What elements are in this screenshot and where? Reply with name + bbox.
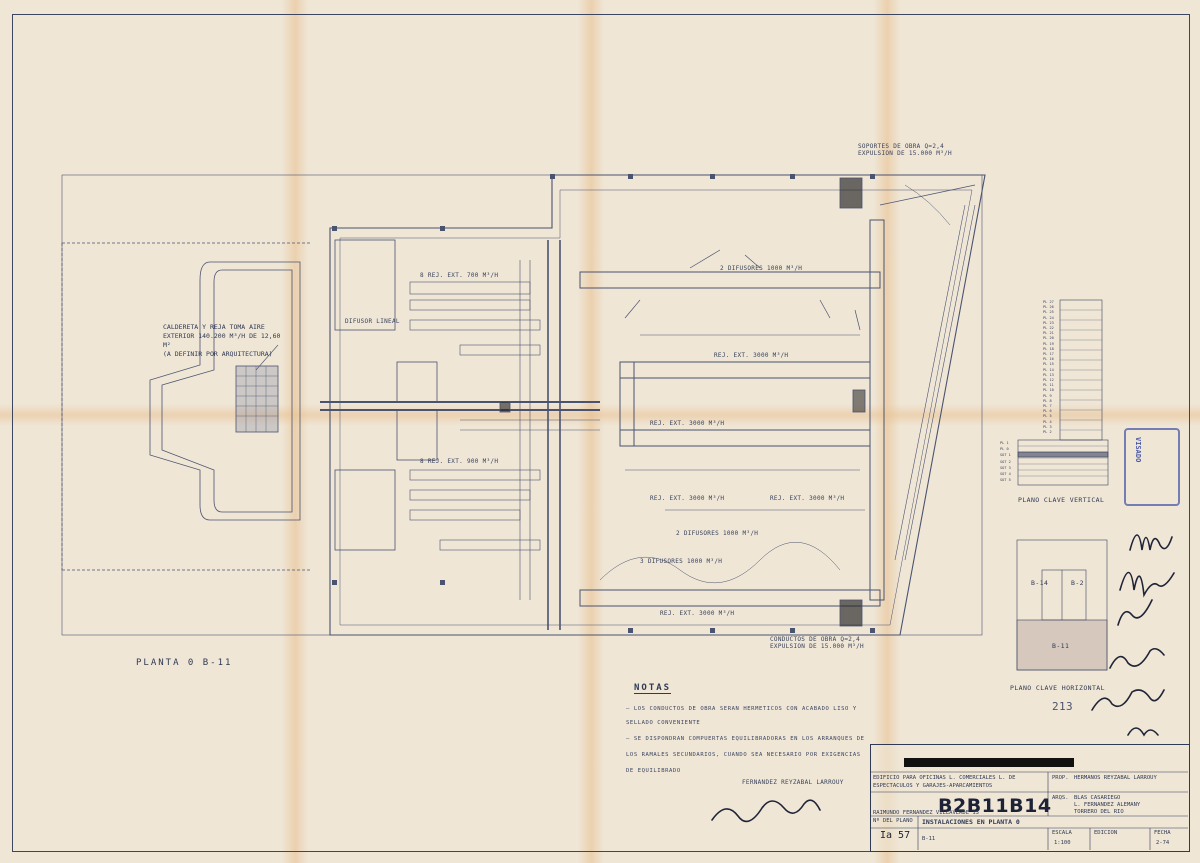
shaft-note-line: EXPULSION DE 15.000 M³/H [770, 643, 864, 650]
level-label: SOT 4 [1000, 472, 1011, 477]
level-label: PL 18 [1043, 346, 1054, 351]
level-label: PL 7 [1043, 404, 1052, 409]
duct-label: DIFUSOR LINEAL [345, 318, 400, 325]
architect-name: L. FERNANDEZ ALEMANY [1074, 802, 1141, 808]
note-line: LOS RAMALES SECUNDARIOS, CUANDO SEA NECE… [626, 752, 861, 758]
duct-label: REJ. EXT. 3000 M³/H [660, 610, 735, 617]
fold-mark-vertical [578, 0, 604, 863]
level-label: PL 23 [1043, 320, 1054, 325]
duct-label: 3 DIFUSORES 1000 M³/H [640, 558, 723, 565]
stamp-text: VISADO [1134, 437, 1142, 463]
note-line: — SE DISPONDRAN COMPUERTAS EQUILIBRADORA… [626, 736, 865, 742]
drawing-code: B2B11B14 [938, 795, 1052, 817]
block-label: B-2 [1071, 579, 1084, 587]
duct-label: 2 DIFUSORES 1000 M³/H [720, 265, 803, 272]
drawing-frame [12, 14, 1190, 852]
level-label: PL 6 [1043, 409, 1052, 414]
level-label: PL 3 [1043, 424, 1052, 429]
architect-name: TORRERO DEL RIO [1074, 809, 1124, 815]
engineer-line: RAIMUNDO FERNANDEZ VILLAVERDE 13 [873, 810, 979, 816]
level-label: PL 12 [1043, 378, 1054, 383]
plan-title: PLANTA 0 B-11 [136, 658, 233, 668]
fold-mark-vertical [874, 0, 900, 863]
notes-title: NOTAS [634, 683, 672, 694]
level-label: SOT 3 [1000, 465, 1011, 470]
level-label: PL 10 [1043, 388, 1054, 393]
visado-stamp [1124, 428, 1180, 506]
project-line: ESPECTACULOS Y GARAJES-APARCAMIENTOS [873, 783, 993, 789]
level-label: PL 26 [1043, 305, 1054, 310]
date-value: 2-74 [1156, 840, 1170, 846]
shaft-note-bottom: CONDUCTOS DE OBRA Q=2,4 EXPULSION DE 15.… [770, 636, 864, 650]
shaft-note-top: SOPORTES DE OBRA Q=2,4 EXPULSION DE 15.0… [858, 143, 952, 157]
level-label: PL 0 [1000, 447, 1009, 452]
note-line: DE EQUILIBRADO [626, 768, 681, 774]
duct-label: REJ. EXT. 3000 M³/H [650, 495, 725, 502]
block-label: B-14 [1031, 579, 1049, 587]
caldera-note: CALDERETA Y REJA TOMA AIRE EXTERIOR 140.… [163, 323, 288, 359]
level-label: PL 19 [1043, 341, 1054, 346]
plan-number-label: Nº DEL PLANO [873, 818, 913, 824]
plan-number: Ia 57 [880, 830, 911, 841]
prop-label: PROP. [1052, 775, 1069, 781]
level-label: PL 11 [1043, 383, 1054, 388]
architects-label: ARQS. [1052, 795, 1069, 801]
shaft-note-line: CONDUCTOS DE OBRA Q=2,4 [770, 636, 860, 643]
level-label: PL 2 [1043, 430, 1052, 435]
handwritten-number: 213 [1052, 700, 1074, 713]
redaction-bar [904, 758, 1074, 767]
shaft-note-line: SOPORTES DE OBRA Q=2,4 [858, 143, 945, 150]
level-label: PL 16 [1043, 357, 1054, 362]
duct-label: REJ. EXT. 3000 M³/H [770, 495, 845, 502]
duct-label: 8 REJ. EXT. 700 M³/H [420, 272, 499, 279]
duct-label: REJ. EXT. 3000 M³/H [714, 352, 789, 359]
title-block-grid [870, 771, 1188, 850]
scale-value: 1:100 [1054, 840, 1071, 846]
level-label: PL 20 [1043, 336, 1054, 341]
project-line: EDIFICIO PARA OFICINAS L. COMERCIALES L.… [873, 775, 1016, 781]
drawing-subject: INSTALACIONES EN PLANTA 0 [922, 818, 1020, 826]
level-label: PL 5 [1043, 414, 1052, 419]
edition-label: EDICION [1094, 830, 1118, 836]
architect-name: BLAS CASARIEGO [1074, 795, 1121, 801]
level-label: PL 9 [1043, 393, 1052, 398]
level-label: PL 13 [1043, 372, 1054, 377]
block-code: B-11 [922, 836, 936, 842]
level-label: PL 24 [1043, 315, 1054, 320]
level-label: PL 15 [1043, 362, 1054, 367]
level-label: PL 25 [1043, 310, 1054, 315]
duct-label: 8 REJ. EXT. 900 M³/H [420, 458, 499, 465]
level-label: PL 14 [1043, 367, 1054, 372]
note-line: — LOS CONDUCTOS DE OBRA SERAN HERMETICOS… [626, 706, 857, 712]
key-plan-horizontal-label: PLANO CLAVE HORIZONTAL [1010, 684, 1105, 692]
duct-label: 2 DIFUSORES 1000 M³/H [676, 530, 759, 537]
level-label: PL 1 [1000, 441, 1009, 445]
signature-note: FERNANDEZ REYZABAL LARROUY [742, 779, 844, 786]
level-label: PL 27 [1043, 300, 1054, 304]
key-plan-vertical-label: PLANO CLAVE VERTICAL [1018, 496, 1105, 504]
date-label: FECHA [1154, 830, 1171, 836]
shaft-note-line: EXPULSION DE 15.000 M³/H [858, 150, 952, 157]
caldera-line: (A DEFINIR POR ARQUITECTURA) [163, 350, 273, 358]
level-label: PL 4 [1043, 419, 1052, 424]
block-label: B-11 [1052, 642, 1070, 650]
caldera-line: EXTERIOR 140.200 M³/H DE 12,60 M² [163, 332, 281, 349]
level-label: PL 21 [1043, 331, 1054, 336]
duct-label: REJ. EXT. 3000 M³/H [650, 420, 725, 427]
level-label: SOT 5 [1000, 478, 1011, 483]
owner-name: HERMANOS REYZABAL LARROUY [1074, 775, 1157, 781]
level-label: PL 8 [1043, 398, 1052, 403]
note-line: SELLADO CONVENIENTE [626, 720, 701, 726]
level-label: SOT 1 [1000, 453, 1011, 458]
level-label: SOT 2 [1000, 459, 1011, 464]
caldera-line: CALDERETA Y REJA TOMA AIRE [163, 323, 265, 331]
fold-mark-vertical [282, 0, 308, 863]
level-label: PL 22 [1043, 326, 1054, 331]
level-label: PL 17 [1043, 352, 1054, 357]
scale-label: ESCALA [1052, 830, 1072, 836]
